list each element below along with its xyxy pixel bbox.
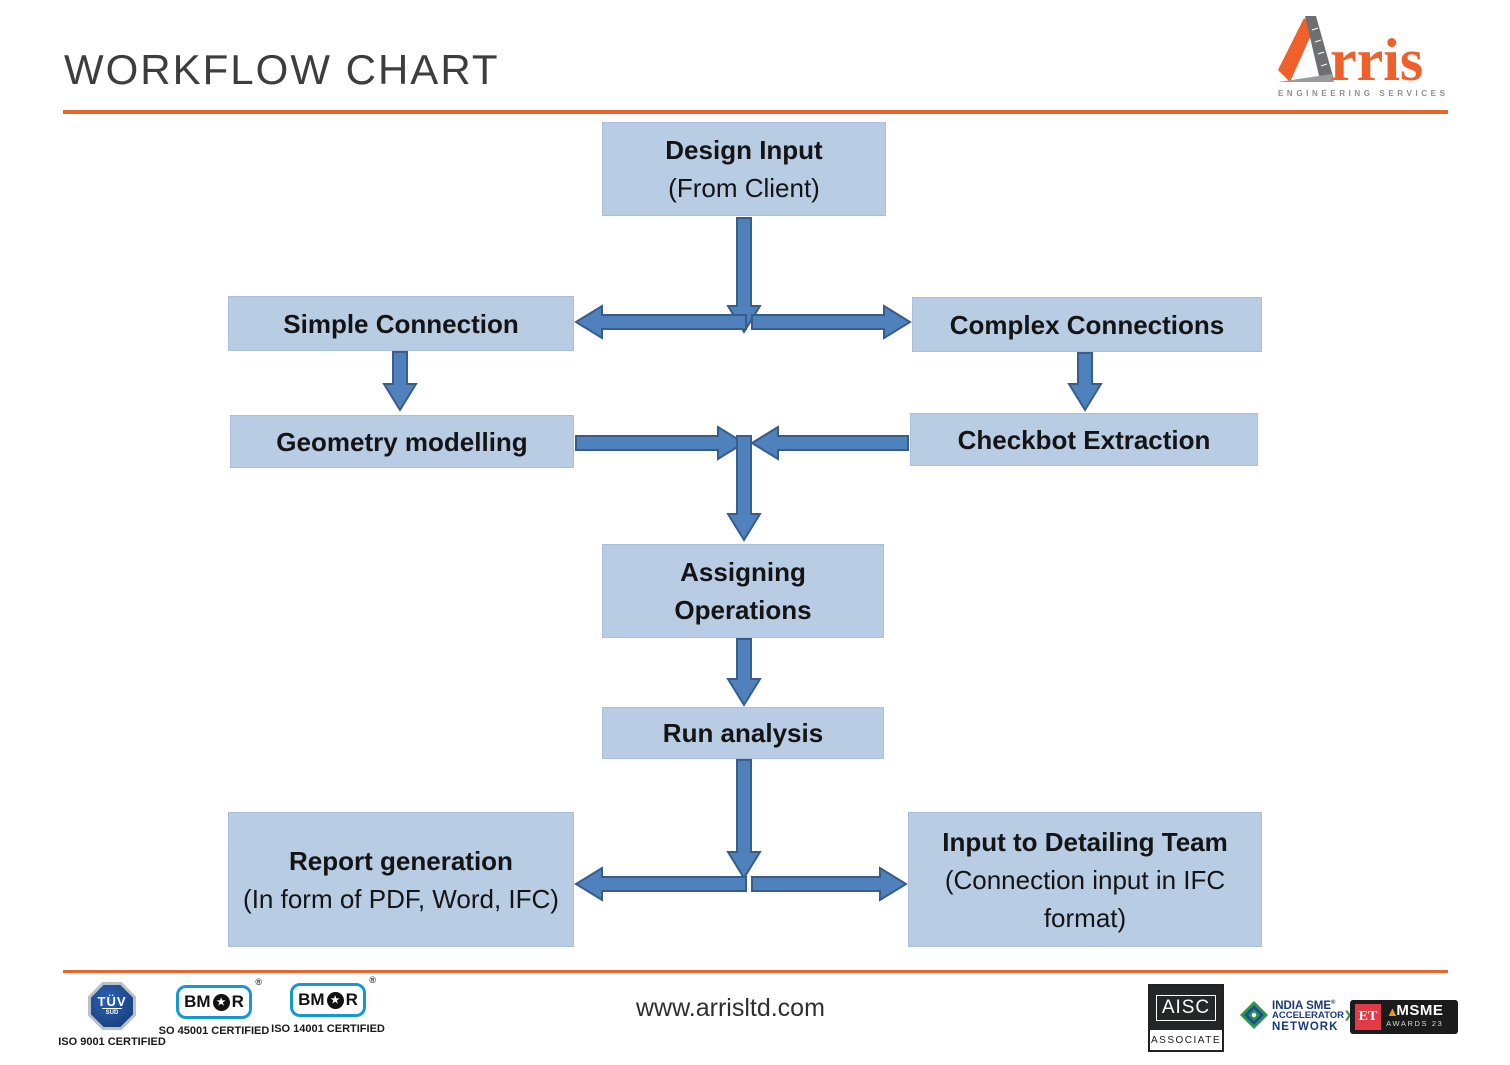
flow-box-geometry-modelling: Geometry modelling bbox=[230, 415, 574, 468]
et-msme-awards-badge: ET ▲ MSME AWARDS 23 bbox=[1350, 1000, 1458, 1034]
flow-box-simple-connection: Simple Connection bbox=[228, 296, 574, 351]
box-title: Complex Connections bbox=[949, 309, 1225, 340]
aisc-text: AISC bbox=[1155, 995, 1217, 1021]
box-title: Run analysis bbox=[662, 718, 824, 748]
chevron-right-icon: ❯ bbox=[1343, 1010, 1352, 1022]
arrow-branch-right bbox=[751, 304, 912, 340]
arrow-complex-down bbox=[1067, 352, 1103, 412]
certification-label: SO 45001 CERTIFIED bbox=[158, 1025, 270, 1037]
arrow-simple-down bbox=[382, 351, 418, 412]
arrow-assign-down bbox=[726, 638, 762, 707]
et-logo-icon: ET bbox=[1355, 1004, 1381, 1030]
flow-box-report-generation: Report generation (In form of PDF, Word,… bbox=[228, 812, 574, 947]
tuv-text: TÜV bbox=[97, 994, 127, 1009]
arrow-branch-left bbox=[574, 304, 747, 340]
header-divider bbox=[63, 110, 1448, 114]
registered-mark: ® bbox=[255, 977, 262, 987]
flow-box-checkbot-extraction: Checkbot Extraction bbox=[910, 413, 1258, 466]
box-subtitle: (In form of PDF, Word, IFC) bbox=[243, 883, 559, 914]
bmqr-text-left: BM bbox=[184, 992, 211, 1011]
certification-iso9001: TÜV SÜD ISO 9001 CERTIFIED bbox=[58, 982, 166, 1048]
bmqr-icon: BM ★ R bbox=[290, 983, 366, 1017]
aisc-subtext: ASSOCIATE bbox=[1151, 1034, 1221, 1046]
bmqr-text-right: R bbox=[231, 992, 244, 1011]
box-title: Geometry modelling bbox=[276, 426, 528, 457]
bmqr-icon: BM ★ R bbox=[176, 985, 252, 1019]
box-title: Simple Connection bbox=[283, 308, 519, 339]
arris-logo: rris ENGINEERING SERVICES bbox=[1278, 16, 1446, 98]
certification-label: ISO 14001 CERTIFIED bbox=[271, 1023, 385, 1035]
arris-logo-mark-icon bbox=[1278, 16, 1334, 82]
msme-subtitle: AWARDS 23 bbox=[1386, 1019, 1444, 1028]
arrow-checkbot-left bbox=[750, 425, 909, 461]
bmqr-text-left: BM bbox=[298, 990, 325, 1009]
arrow-out-left bbox=[574, 866, 747, 902]
bmqr-star-icon: ★ bbox=[326, 991, 344, 1009]
arrow-out-right bbox=[751, 866, 908, 902]
bmqr-star-icon: ★ bbox=[212, 993, 230, 1011]
flow-box-design-input: Design Input (From Client) bbox=[602, 122, 886, 216]
arrow-merge-down bbox=[726, 435, 762, 542]
aisc-associate-badge: AISC ASSOCIATE bbox=[1148, 984, 1224, 1052]
website-url: www.arrisltd.com bbox=[636, 994, 825, 1022]
footer-divider bbox=[63, 970, 1448, 973]
msme-title: MSME bbox=[1396, 1002, 1444, 1019]
india-sme-line2: ACCELERATOR bbox=[1272, 1010, 1344, 1022]
india-sme-line1: INDIA SME bbox=[1272, 999, 1331, 1012]
india-sme-icon bbox=[1240, 1001, 1268, 1030]
flow-box-run-analysis: Run analysis bbox=[602, 707, 884, 759]
flow-box-complex-connections: Complex Connections bbox=[912, 297, 1262, 352]
certification-45001: BM ★ R ® SO 45001 CERTIFIED bbox=[159, 977, 270, 1037]
arris-logo-text: rris bbox=[1330, 27, 1424, 94]
registered-mark: ® bbox=[369, 975, 376, 985]
flow-box-input-to-detailing-team: Input to Detailing Team (Connection inpu… bbox=[908, 812, 1262, 947]
certification-label: ISO 9001 CERTIFIED bbox=[58, 1036, 166, 1048]
box-title: Design Input bbox=[665, 135, 823, 165]
certification-iso14001: BM ★ R ® ISO 14001 CERTIFIED bbox=[271, 975, 385, 1035]
box-subtitle: (From Client) bbox=[668, 173, 820, 203]
box-subtitle: (Connection input in IFC format) bbox=[944, 864, 1226, 933]
tuv-sud-icon: TÜV SÜD bbox=[88, 982, 136, 1030]
arris-logo-tagline: ENGINEERING SERVICES bbox=[1278, 89, 1449, 98]
registered-mark: ® bbox=[1331, 1000, 1336, 1006]
msme-triangle-icon: ▲ bbox=[1386, 1004, 1400, 1019]
flow-box-assigning-operations: Assigning Operations bbox=[602, 544, 884, 638]
arrow-run-down bbox=[726, 759, 762, 880]
arrow-geometry-right bbox=[575, 425, 746, 461]
box-title: Checkbot Extraction bbox=[957, 424, 1211, 455]
page-title: WORKFLOW CHART bbox=[64, 46, 500, 93]
box-title: Input to Detailing Team bbox=[942, 826, 1228, 857]
bmqr-text-right: R bbox=[345, 990, 358, 1009]
tuv-subtext: SÜD bbox=[101, 1008, 123, 1017]
box-title: Report generation bbox=[289, 845, 513, 876]
india-sme-badge: INDIA SME® ACCELERATOR❯ NETWORK bbox=[1240, 998, 1352, 1032]
box-title: Assigning Operations bbox=[674, 557, 812, 625]
india-sme-line3: NETWORK bbox=[1272, 1020, 1339, 1033]
